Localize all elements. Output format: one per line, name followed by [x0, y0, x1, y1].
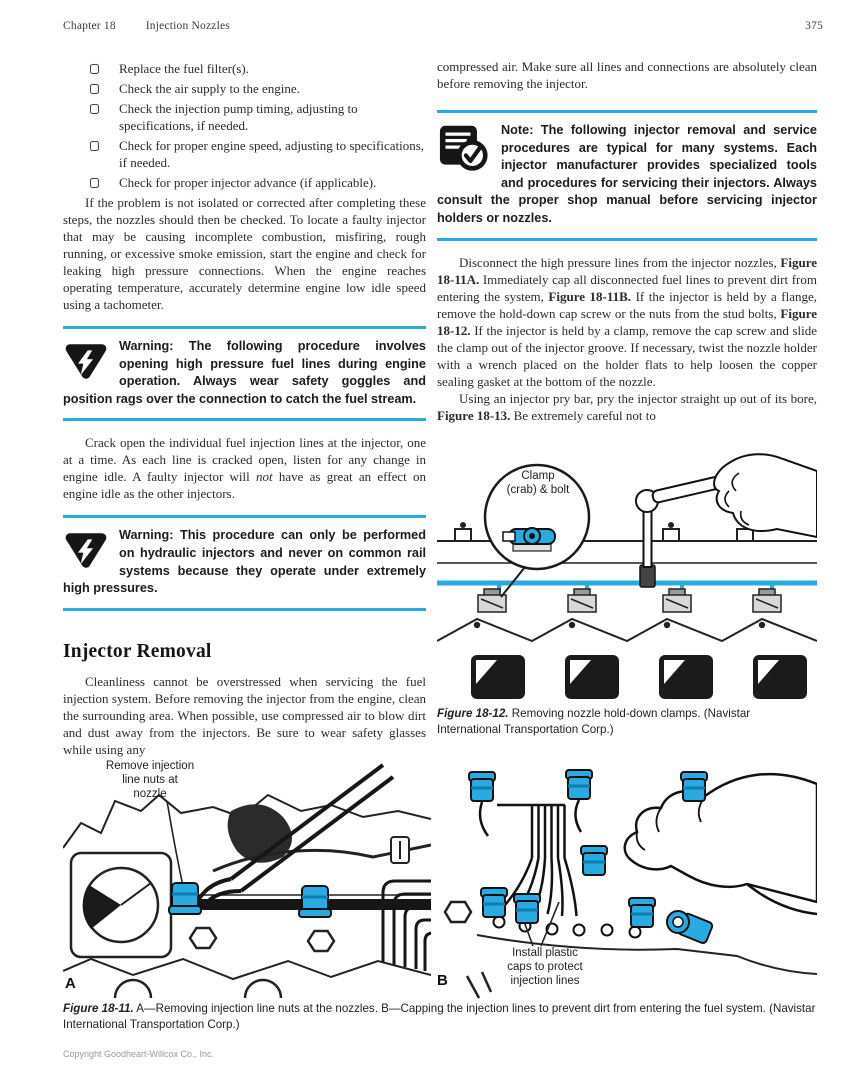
checkbox-icon	[89, 83, 100, 94]
section-heading: Injector Removal	[63, 640, 212, 662]
checklist-item-text: Check the air supply to the engine.	[119, 81, 300, 96]
checklist-item-text: Replace the fuel filter(s).	[119, 61, 249, 76]
page-number: 375	[805, 20, 823, 32]
figure-18-11-a-letter: A	[65, 975, 76, 992]
figure-18-11-b-letter: B	[437, 972, 448, 989]
warning-text: Warning: This procedure can only be perf…	[63, 528, 426, 596]
checklist-item: Check for proper engine speed, adjusting…	[63, 137, 426, 171]
paragraph-disconnect: Disconnect the high pressure lines from …	[437, 254, 817, 389]
warning-box-1: Warning: The following procedure involve…	[63, 326, 426, 422]
paragraph-intro: If the problem is not isolated or correc…	[63, 195, 426, 312]
checklist-item: Check the injection pump timing, adjusti…	[63, 100, 426, 134]
checklist-item-text: Check for proper engine speed, adjusting…	[119, 138, 425, 170]
service-checklist: Replace the fuel filter(s). Check the ai…	[63, 60, 426, 191]
checklist-item: Check for proper injector advance (if ap…	[63, 174, 426, 191]
figure-18-11-b-callout-label: Install plastic caps to protect injectio…	[507, 947, 583, 987]
figure-18-11-b-artwork	[443, 769, 817, 999]
figure-18-11-a-callout-label: Remove injection line nuts at nozzle	[105, 760, 195, 800]
paragraph-compressed-air: compressed air. Make sure all lines and …	[437, 59, 817, 91]
checkbox-icon	[89, 140, 100, 151]
paragraph-cleanliness: Cleanliness cannot be overstressed when …	[63, 673, 426, 757]
checklist-item-text: Check the injection pump timing, adjusti…	[119, 101, 358, 133]
figure-18-12-artwork	[437, 453, 817, 699]
figure-18-11-a: Remove injection line nuts at nozzle A	[63, 753, 431, 998]
note-box: Note: The following injector removal and…	[437, 110, 817, 241]
chapter-title: Injection Nozzles	[145, 20, 230, 32]
figure-18-12-caption: Figure 18-12. Removing nozzle hold-down …	[437, 707, 751, 736]
checklist-item-text: Check for proper injector advance (if ap…	[119, 175, 377, 190]
paragraph-pry-bar: Using an injector pry bar, pry the injec…	[437, 390, 817, 423]
checkbox-icon	[89, 103, 100, 114]
warning-text: Warning: The following procedure involve…	[63, 339, 426, 406]
figure-18-11-b: Install plastic caps to protect injectio…	[437, 750, 817, 1000]
checkbox-icon	[89, 177, 100, 188]
checklist-item: Replace the fuel filter(s).	[63, 60, 426, 77]
note-text: Note: The following injector removal and…	[437, 123, 817, 225]
warning-box-2: Warning: This procedure can only be perf…	[63, 515, 426, 611]
paragraph-crack-open: Crack open the individual fuel injection…	[63, 435, 426, 502]
left-column: Replace the fuel filter(s). Check the ai…	[63, 58, 426, 758]
figure-18-11-caption: Figure 18-11. A—Removing injection line …	[63, 1002, 816, 1031]
right-column: compressed air. Make sure all lines and …	[437, 58, 817, 424]
figure-18-12-callout-label: Clamp (crab) & bolt	[506, 470, 570, 496]
running-header: Chapter 18 Injection Nozzles 375	[63, 20, 823, 32]
warning-icon	[63, 528, 109, 578]
figure-18-11-a-artwork	[63, 763, 431, 998]
copyright-notice: Copyright Goodheart-Willcox Co., Inc.	[63, 1049, 215, 1059]
checklist-item: Check the air supply to the engine.	[63, 80, 426, 97]
note-icon	[437, 123, 491, 179]
warning-icon	[63, 339, 109, 389]
figure-18-12: Clamp (crab) & bolt	[437, 445, 817, 703]
checkbox-icon	[89, 63, 100, 74]
chapter-label: Chapter 18	[63, 20, 116, 32]
